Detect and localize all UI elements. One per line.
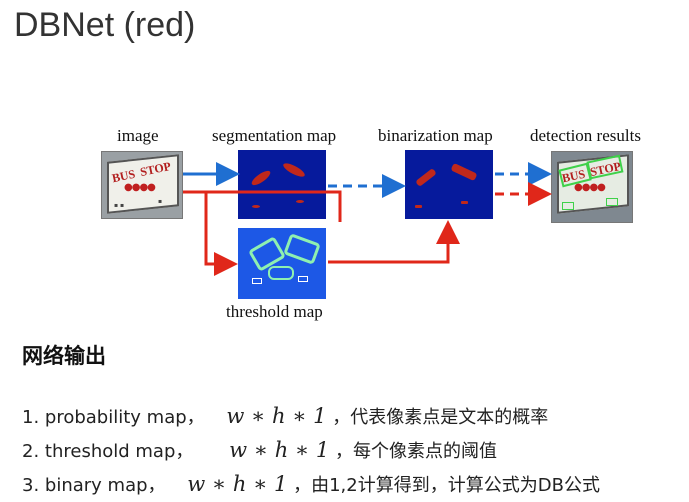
sign-graphic: ●●●●: [574, 182, 606, 193]
arrow-threshold-to-binarization: [328, 220, 460, 264]
output-item-probability: 1. probability map， w ∗ h ∗ 1 ，代表像素点是文本的…: [22, 403, 548, 429]
output-item-suffix: ，代表像素点是文本的概率: [332, 407, 549, 428]
segmentation-map-image: [238, 150, 326, 219]
label-binarization-map: binarization map: [378, 126, 493, 145]
output-item-suffix: ，由1,2计算得到，计算公式为DB公式: [293, 475, 600, 496]
segmentation-region: [296, 200, 304, 203]
section-heading: 网络输出: [22, 344, 106, 368]
flow-arrows: [183, 162, 552, 276]
sign-small-mark: ▪ ▪: [114, 202, 125, 209]
label-detection-results: detection results: [530, 126, 641, 145]
output-item-formula: w ∗ h ∗ 1: [226, 404, 327, 428]
output-item-prefix: 2. threshold map，: [22, 441, 194, 462]
label-threshold-map: threshold map: [226, 302, 323, 321]
label-image: image: [117, 126, 159, 145]
label-segmentation-map: segmentation map: [212, 126, 337, 145]
output-item-binary: 3. binary map， w ∗ h ∗ 1 ，由1,2计算得到，计算公式为…: [22, 471, 600, 497]
threshold-map-image: [238, 228, 326, 299]
binarization-map-image: [405, 150, 493, 219]
threshold-contour: [268, 266, 294, 280]
threshold-contour: [298, 276, 308, 282]
detection-box: [606, 198, 618, 206]
threshold-contour: [252, 278, 262, 284]
sign-graphic: ●●●●: [124, 182, 156, 193]
arrow-image-to-junction: [206, 190, 342, 222]
detection-box: [562, 202, 574, 210]
output-item-formula: w ∗ h ∗ 1: [187, 472, 288, 496]
binarization-region: [415, 205, 422, 208]
output-item-prefix: 3. binary map，: [22, 475, 166, 496]
output-item-threshold: 2. threshold map， w ∗ h ∗ 1 ，每个像素点的阈值: [22, 437, 497, 463]
segmentation-region: [252, 205, 260, 208]
output-item-prefix: 1. probability map，: [22, 407, 205, 428]
arrow-image-to-threshold: [183, 190, 238, 276]
sign-small-mark: ▪: [158, 198, 163, 205]
binarization-region: [461, 201, 468, 204]
input-image-thumbnail: BUS STOP ●●●● ▪ ▪ ▪: [101, 151, 183, 219]
output-item-formula: w ∗ h ∗ 1: [229, 438, 330, 462]
detection-results-image: BUS STOP ●●●●: [551, 151, 633, 223]
page-title: DBNet (red): [14, 6, 196, 44]
output-item-suffix: ，每个像素点的阈值: [334, 441, 497, 462]
